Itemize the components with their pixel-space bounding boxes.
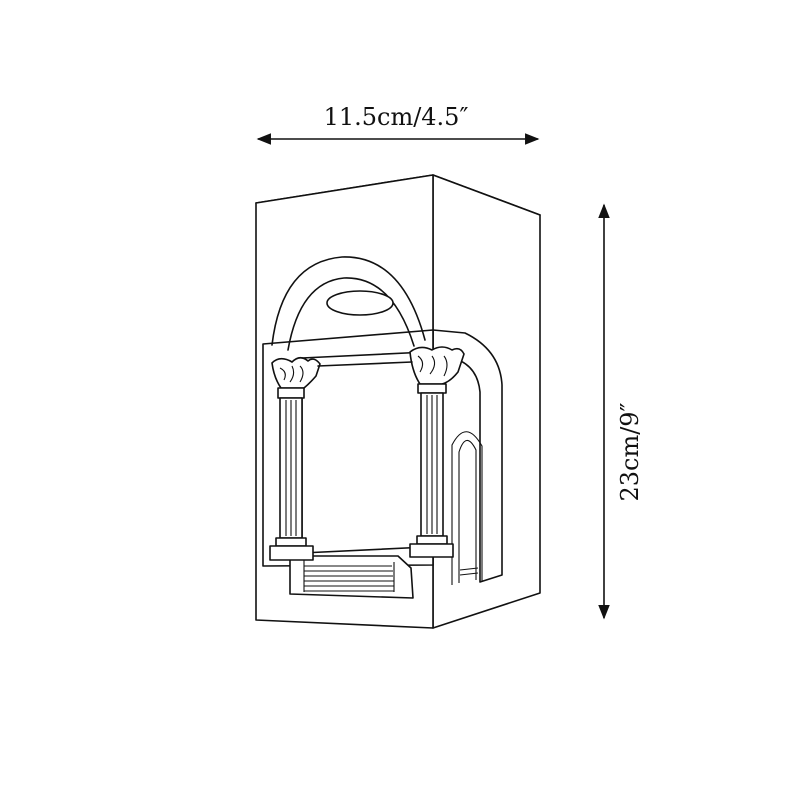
stairs: [303, 560, 395, 592]
width-dimension: 11.5cm/4.5″: [256, 103, 540, 145]
side-window-niche: [458, 439, 477, 583]
lamp-illustration: [255, 174, 541, 629]
right-column: [409, 346, 465, 558]
right-column-base: [409, 543, 454, 558]
left-column-base: [269, 545, 314, 561]
left-column-capital: [271, 356, 321, 389]
arch-inner: [287, 277, 415, 351]
arch-outer: [271, 256, 426, 346]
side-window-frame: [451, 431, 483, 585]
left-column: [269, 356, 321, 561]
height-label: 23cm/9″: [616, 402, 644, 501]
back-wall-panel: [301, 351, 428, 554]
right-column-capital: [409, 346, 465, 385]
lamp-side-face: [432, 174, 541, 629]
height-dimension: 23cm/9″: [598, 203, 644, 620]
lintel: [317, 361, 413, 367]
arch-lamp-opening: [326, 290, 394, 316]
width-label: 11.5cm/4.5″: [324, 103, 469, 131]
